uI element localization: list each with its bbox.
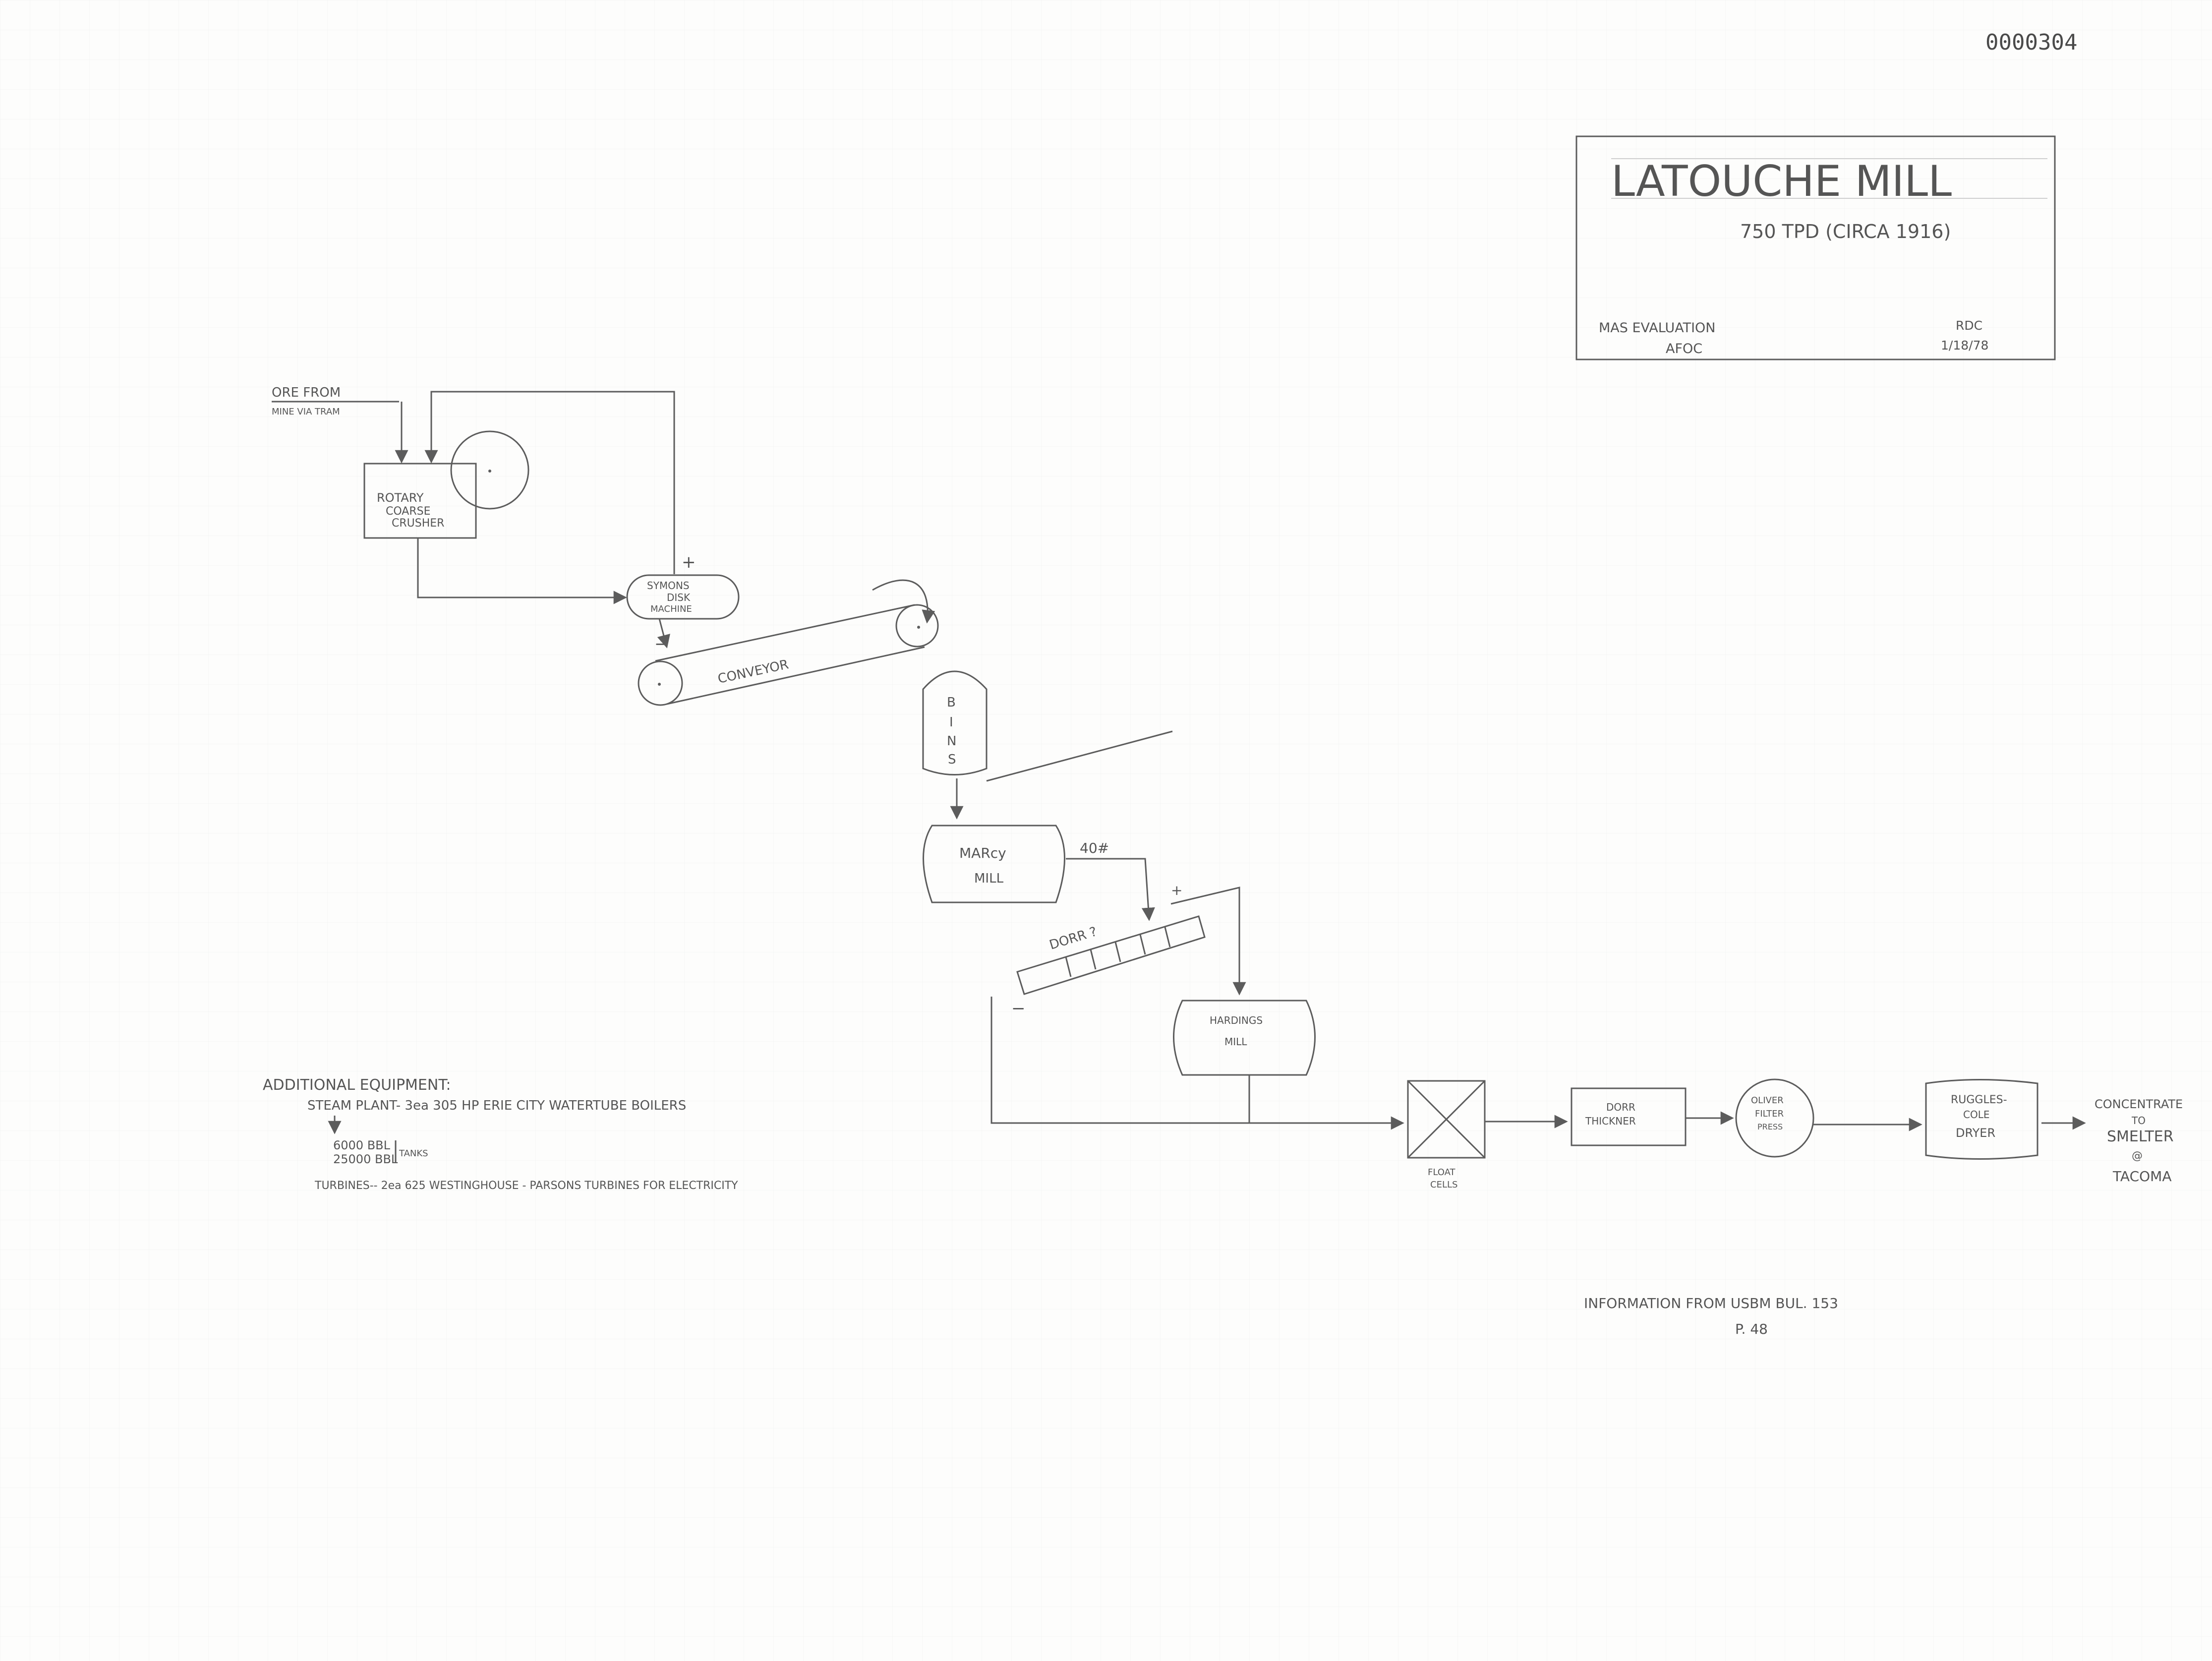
symons-disk-machine: SYMONS DISK MACHINE + −	[626, 552, 740, 654]
marcy-mill: MARcy MILL 40#	[923, 825, 1155, 921]
tank-capacity-2: 25000 BBL	[333, 1152, 398, 1166]
fines-to-float-cells-line	[990, 997, 1404, 1130]
dryer-label-1: RUGGLES-	[1951, 1094, 2007, 1106]
conveyor-discharge-arrow	[872, 579, 935, 624]
bins-outline	[922, 670, 988, 775]
rotary-coarse-crusher: ROTARY COARSE CRUSHER	[363, 430, 529, 539]
bins-ground-line	[986, 730, 1173, 782]
bins-letter-n: N	[947, 734, 956, 749]
ore-from-label: ORE FROM	[272, 385, 341, 400]
notes-heading: ADDITIONAL EQUIPMENT:	[263, 1076, 451, 1094]
afoc-label: AFOC	[1666, 341, 1702, 356]
crusher-to-symons-line	[417, 538, 627, 604]
ore-feed: ORE FROM MINE VIA TRAM	[272, 385, 408, 464]
bins-letter-b: B	[947, 695, 956, 710]
bins-letter-s: S	[948, 752, 956, 767]
concentrate-destination: CONCENTRATE TO SMELTER @ TACOMA	[2095, 1097, 2183, 1185]
concentrate-label-5: TACOMA	[2112, 1168, 2172, 1185]
tank-capacity-1: 6000 BBL	[333, 1138, 391, 1152]
oliver-filter-press: OLIVER FILTER PRESS	[1735, 1078, 1922, 1158]
steam-plant-note: STEAM PLANT- 3ea 305 HP ERIE CITY WATERT…	[307, 1098, 686, 1113]
oversize-return-line	[424, 391, 675, 574]
crusher-label-1: ROTARY	[377, 491, 424, 505]
dryer-shape	[1925, 1079, 2038, 1160]
document-number: 0000304	[1985, 30, 2077, 55]
drawing-title: LATOUCHE MILL	[1611, 157, 1952, 206]
hardinge-label-1: HARDINGS	[1210, 1014, 1263, 1026]
symons-plus: +	[682, 552, 696, 572]
marcy-mill-shape	[923, 825, 1065, 903]
hardinge-mill-shape	[1173, 1000, 1316, 1076]
float-cells: FLOAT CELLS	[1407, 1080, 1568, 1190]
drawing-date: 1/18/78	[1941, 338, 1988, 353]
turbines-note: TURBINES-- 2ea 625 WESTINGHOUSE - PARSON…	[314, 1180, 738, 1192]
hardinge-label-2: MILL	[1224, 1036, 1247, 1048]
conveyor-head-pulley	[895, 604, 939, 648]
source-reference: INFORMATION FROM USBM BUL. 153 P. 48	[1584, 1295, 1838, 1337]
concentrate-label-4: @	[2132, 1150, 2143, 1162]
ruggles-cole-dryer: RUGGLES- COLE DRYER	[1925, 1079, 2086, 1160]
dorr-plus: +	[1171, 882, 1182, 898]
author-initials: RDC	[1956, 318, 1982, 333]
dorr-classifier-shape	[1016, 915, 1206, 995]
dorr-oversize-to-hardinge	[1170, 887, 1246, 996]
conveyor-tail-pulley	[638, 660, 683, 706]
marcy-label-2: MILL	[974, 871, 1004, 886]
float-cells-label-1: FLOAT	[1428, 1167, 1456, 1178]
filter-press-circle	[1735, 1078, 1814, 1158]
crusher-label-3: CRUSHER	[392, 517, 444, 530]
thickener-label-2: THICKNER	[1585, 1115, 1636, 1127]
tanks-label: TANKS	[399, 1148, 428, 1159]
hardinge-mill: HARDINGS MILL	[1173, 1000, 1316, 1123]
filter-label-3: PRESS	[1757, 1122, 1783, 1131]
dryer-label-3: DRYER	[1956, 1126, 1995, 1140]
thickener-label-1: DORR	[1606, 1101, 1635, 1113]
symons-box	[626, 574, 740, 620]
crusher-label-2: COARSE	[386, 505, 431, 518]
title-block-border	[1575, 135, 2056, 360]
concentrate-label-1: CONCENTRATE	[2095, 1097, 2183, 1111]
conveyor-top-belt	[655, 604, 915, 662]
symons-label-3: MACHINE	[650, 604, 692, 614]
symons-label-2: DISK	[667, 592, 691, 603]
evaluation-label: MAS EVALUATION	[1599, 320, 1716, 336]
float-cells-label-2: CELLS	[1430, 1180, 1457, 1190]
filter-label-1: OLIVER	[1751, 1095, 1784, 1106]
source-line-1: INFORMATION FROM USBM BUL. 153	[1584, 1295, 1838, 1311]
dryer-label-2: COLE	[1963, 1109, 1990, 1121]
mine-via-tram-label: MINE VIA TRAM	[272, 407, 340, 417]
bins-letter-i: I	[949, 715, 953, 730]
symons-label-1: SYMONS	[647, 580, 690, 592]
crusher-box	[363, 463, 477, 539]
ore-bins: B I N S	[922, 670, 1173, 820]
crusher-circle	[450, 430, 529, 510]
symons-undersize-arrow	[657, 618, 670, 649]
title-block: LATOUCHE MILL 750 TPD (CIRCA 1916) MAS E…	[1575, 135, 2056, 360]
additional-equipment-notes: ADDITIONAL EQUIPMENT: STEAM PLANT- 3ea 3…	[263, 1076, 738, 1192]
conveyor-bottom-belt	[666, 646, 925, 705]
filter-label-2: FILTER	[1755, 1109, 1784, 1119]
concentrate-label-2: TO	[2131, 1115, 2146, 1127]
dorr-minus: −	[1011, 999, 1026, 1018]
drawing-subtitle: 750 TPD (CIRCA 1916)	[1740, 221, 1951, 242]
mesh-size-label: 40#	[1080, 840, 1109, 856]
marcy-discharge-line	[1066, 858, 1155, 921]
source-line-2: P. 48	[1735, 1321, 1768, 1337]
float-cells-box	[1407, 1080, 1486, 1159]
marcy-label-1: MARcy	[959, 845, 1006, 861]
thickener-box	[1571, 1087, 1687, 1146]
concentrate-label-3: SMELTER	[2107, 1128, 2174, 1145]
dorr-thickener: DORR THICKNER	[1571, 1087, 1734, 1146]
